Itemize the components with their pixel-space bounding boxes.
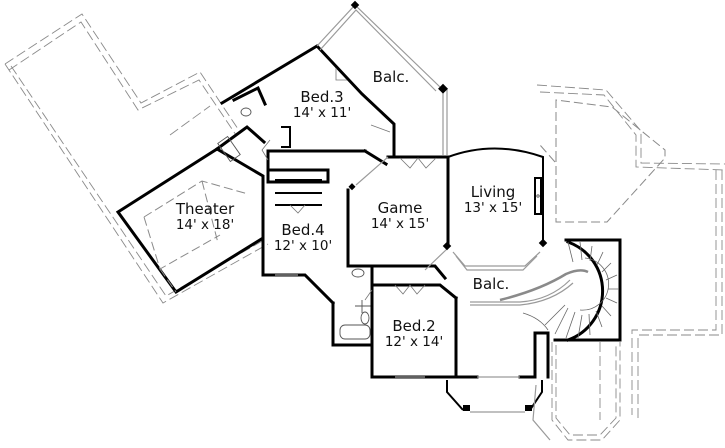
hall: [261, 139, 447, 206]
roof-outline-right: [536, 84, 725, 420]
spiral-stair: [499, 238, 622, 342]
room-size: 14' x 11': [292, 104, 352, 121]
room-label-living: Living 13' x 15': [464, 184, 522, 215]
balcony-lower: [470, 279, 574, 306]
room-label-bed3: Bed.3 14' x 11': [293, 89, 351, 120]
balcony-label-upper: Balc.: [372, 68, 410, 86]
deck-lower-right: [532, 342, 621, 441]
room-game: [346, 155, 452, 281]
bath-upper-left: [214, 85, 267, 163]
room-label-bed4: Bed.4 12' x 10': [274, 222, 332, 253]
room-name: Bed.4: [281, 221, 325, 239]
room-name: Living: [470, 183, 516, 201]
room-name: Bed.2: [392, 317, 436, 335]
room-label-game: Game 14' x 15': [371, 200, 429, 231]
room-size: 14' x 15': [370, 215, 430, 232]
room-name: Bed.3: [300, 88, 344, 106]
room-size: 13' x 15': [463, 199, 523, 216]
bay-window-bottom: [446, 331, 550, 413]
room-bed2: [364, 275, 459, 379]
room-size: 12' x 14': [384, 333, 444, 350]
room-label-bed2: Bed.2 12' x 14': [385, 318, 443, 349]
room-size: 14' x 18': [175, 216, 235, 233]
room-name: Game: [377, 199, 423, 217]
balcony-label-lower: Balc.: [472, 275, 510, 293]
room-name: Theater: [175, 200, 235, 218]
room-label-theater: Theater 14' x 18': [176, 201, 234, 232]
bath-lower: [331, 264, 374, 347]
room-size: 12' x 10': [273, 237, 333, 254]
